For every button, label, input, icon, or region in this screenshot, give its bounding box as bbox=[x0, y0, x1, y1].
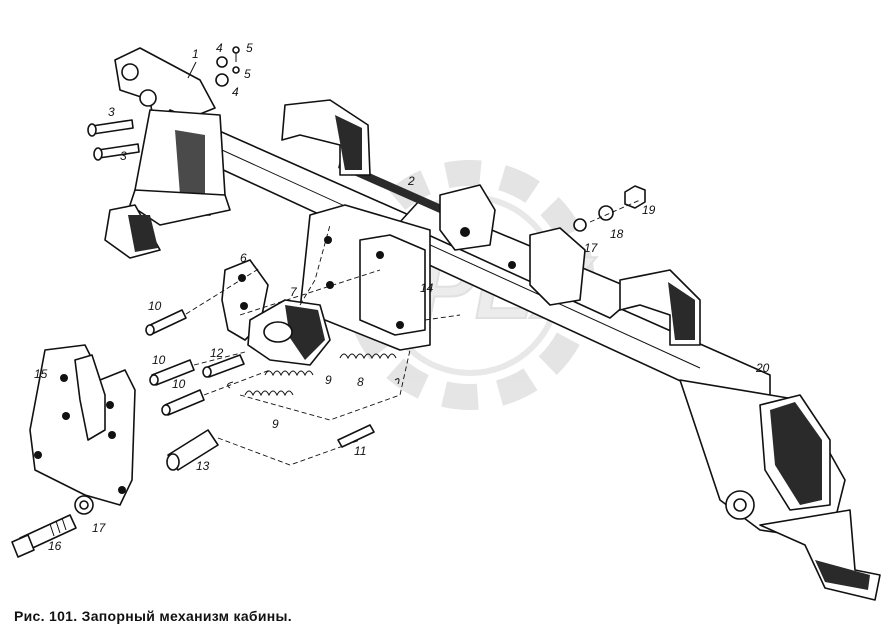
label-3b: 3 bbox=[120, 149, 127, 163]
small-fasteners-right bbox=[573, 185, 646, 232]
figure-caption: Рис. 101. Запорный механизм кабины. bbox=[14, 608, 292, 624]
label-10a: 10 bbox=[148, 299, 162, 313]
small-fasteners-top bbox=[215, 46, 240, 87]
right-support bbox=[679, 379, 881, 601]
label-11: 11 bbox=[354, 444, 366, 458]
center-bracket bbox=[299, 184, 586, 351]
label-4a: 4 bbox=[216, 41, 223, 55]
callouts: 1 2 3 3 4 4 5 5 6 7 8 9 9 10 10 10 11 12… bbox=[34, 41, 770, 553]
label-12: 12 bbox=[210, 346, 224, 360]
label-13: 13 bbox=[196, 459, 210, 473]
left-bracket bbox=[104, 47, 231, 259]
bolts-3 bbox=[87, 119, 140, 161]
mounting-plate bbox=[29, 344, 136, 506]
label-3a: 3 bbox=[108, 105, 115, 119]
label-10b: 10 bbox=[152, 353, 166, 367]
label-4b: 4 bbox=[232, 85, 239, 99]
label-6: 6 bbox=[240, 251, 247, 265]
label-7: 7 bbox=[290, 285, 298, 299]
label-14: 14 bbox=[420, 281, 434, 295]
label-2: 2 bbox=[407, 174, 415, 188]
label-17a: 17 bbox=[92, 521, 107, 535]
label-5a: 5 bbox=[246, 41, 253, 55]
pins bbox=[145, 309, 375, 471]
label-17b: 17 bbox=[584, 241, 599, 255]
label-15: 15 bbox=[34, 367, 48, 381]
lock-housing bbox=[247, 299, 331, 366]
label-19: 19 bbox=[642, 203, 656, 217]
label-18: 18 bbox=[610, 227, 624, 241]
label-8: 8 bbox=[357, 375, 364, 389]
assembly-lines bbox=[185, 199, 641, 466]
label-20: 20 bbox=[755, 361, 770, 375]
label-9b: 9 bbox=[272, 417, 279, 431]
springs bbox=[227, 353, 400, 397]
label-1: 1 bbox=[192, 47, 199, 61]
label-16: 16 bbox=[48, 539, 62, 553]
bolt-16 bbox=[11, 514, 77, 558]
label-10c: 10 bbox=[172, 377, 186, 391]
label-5b: 5 bbox=[244, 67, 251, 81]
label-9a: 9 bbox=[325, 373, 332, 387]
washer-17-lower bbox=[74, 495, 94, 515]
beam-clamps bbox=[281, 99, 701, 346]
